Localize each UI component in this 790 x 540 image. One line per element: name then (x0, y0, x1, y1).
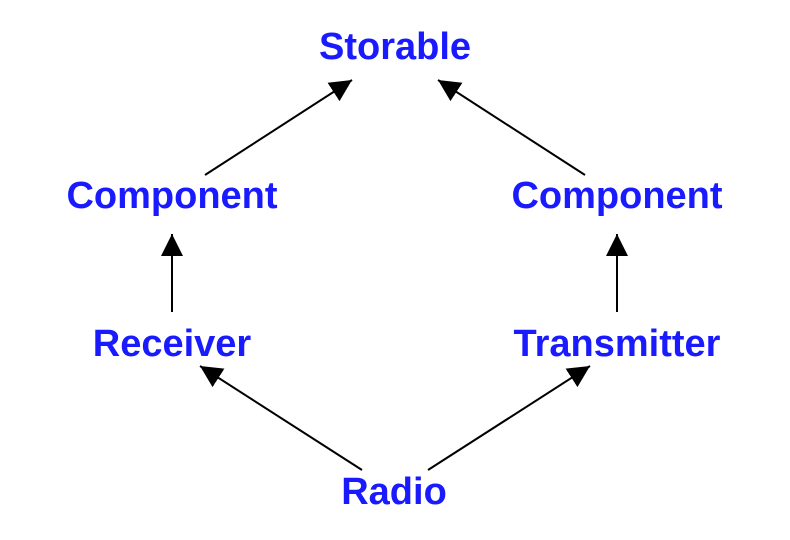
node-transmitter: Transmitter (513, 323, 721, 365)
node-component-left: Component (66, 175, 278, 217)
node-receiver: Receiver (92, 323, 252, 365)
node-component-right: Component (511, 175, 723, 217)
arrow-radio-to-receiver (199, 365, 363, 471)
arrow-component-left-to-storable (204, 79, 353, 176)
arrow-radio-to-transmitter (427, 365, 591, 471)
node-radio: Radio (341, 471, 447, 513)
node-storable: Storable (318, 26, 472, 68)
arrow-component-right-to-storable (437, 79, 586, 176)
